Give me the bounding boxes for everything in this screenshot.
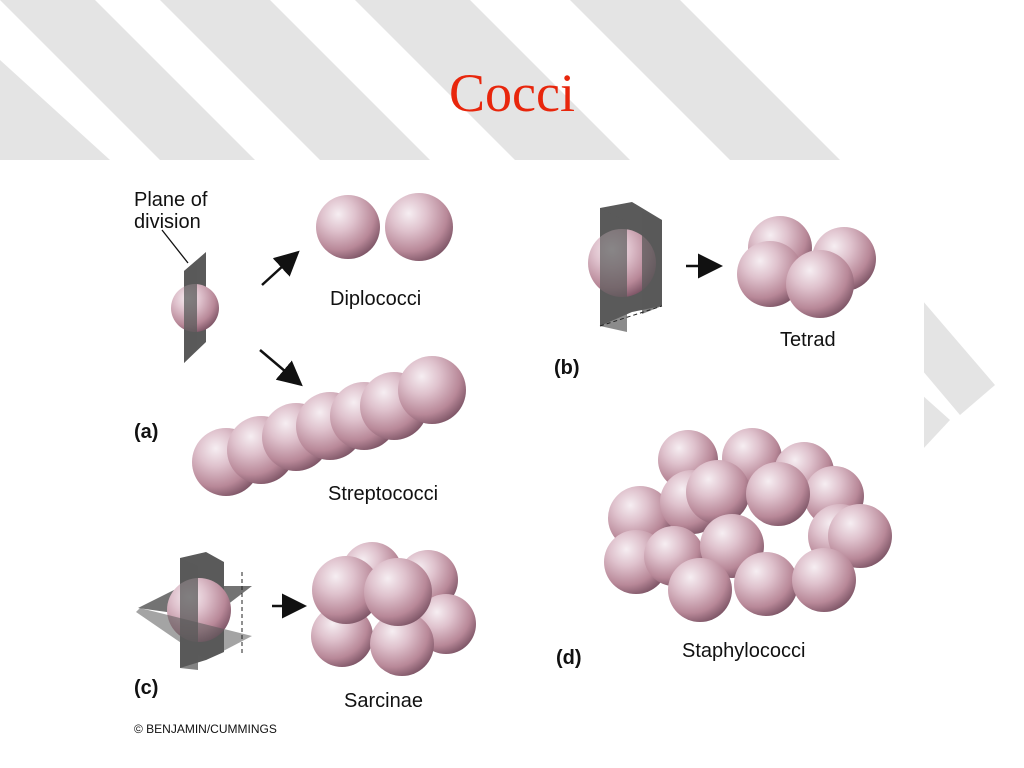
arrow-to-streptococci <box>259 349 303 387</box>
sarcinae-cells <box>311 542 476 676</box>
coccus-sphere <box>385 193 453 261</box>
tetrad-cells <box>737 216 876 318</box>
arrow-to-diplococci <box>261 250 300 286</box>
division-plane-front <box>184 260 197 363</box>
stripe <box>922 395 950 450</box>
slide-title: Cocci <box>449 63 575 123</box>
stripe <box>922 300 995 415</box>
sarcinae-label: Sarcinae <box>344 690 423 712</box>
part-d-label: (d) <box>556 647 582 669</box>
sarcinae-division-cell <box>136 552 252 670</box>
tetrad-label: Tetrad <box>780 329 836 351</box>
diplococci-cells <box>316 193 453 261</box>
cocci-figure: Plane of division Diplococci Streptococc… <box>102 160 924 742</box>
tetrad-division-cell <box>588 202 663 332</box>
staphylococci-cells <box>604 428 892 622</box>
division-plane-front <box>600 208 627 332</box>
part-a-label: (a) <box>134 421 158 443</box>
streptococci-label: Streptococci <box>328 483 438 505</box>
cocci-diagram: Plane of division Diplococci Streptococc… <box>134 189 892 736</box>
stripe <box>0 0 255 160</box>
part-c-label: (c) <box>134 677 158 699</box>
stripe <box>0 60 110 160</box>
diplococci-label: Diplococci <box>330 288 421 310</box>
streptococci-cells <box>192 356 466 496</box>
stripe <box>355 0 630 160</box>
diplococci-division-cell <box>171 252 219 363</box>
plane-label-leader <box>161 229 189 264</box>
coccus-sphere <box>316 195 380 259</box>
copyright-credit: © BENJAMIN/CUMMINGS <box>134 722 277 736</box>
stripe <box>160 0 430 160</box>
plane-label-line2: division <box>134 211 201 233</box>
plane-label-line1: Plane of <box>134 189 208 211</box>
part-b-label: (b) <box>554 357 580 379</box>
stripe <box>570 0 840 160</box>
staphylococci-label: Staphylococci <box>682 640 805 662</box>
